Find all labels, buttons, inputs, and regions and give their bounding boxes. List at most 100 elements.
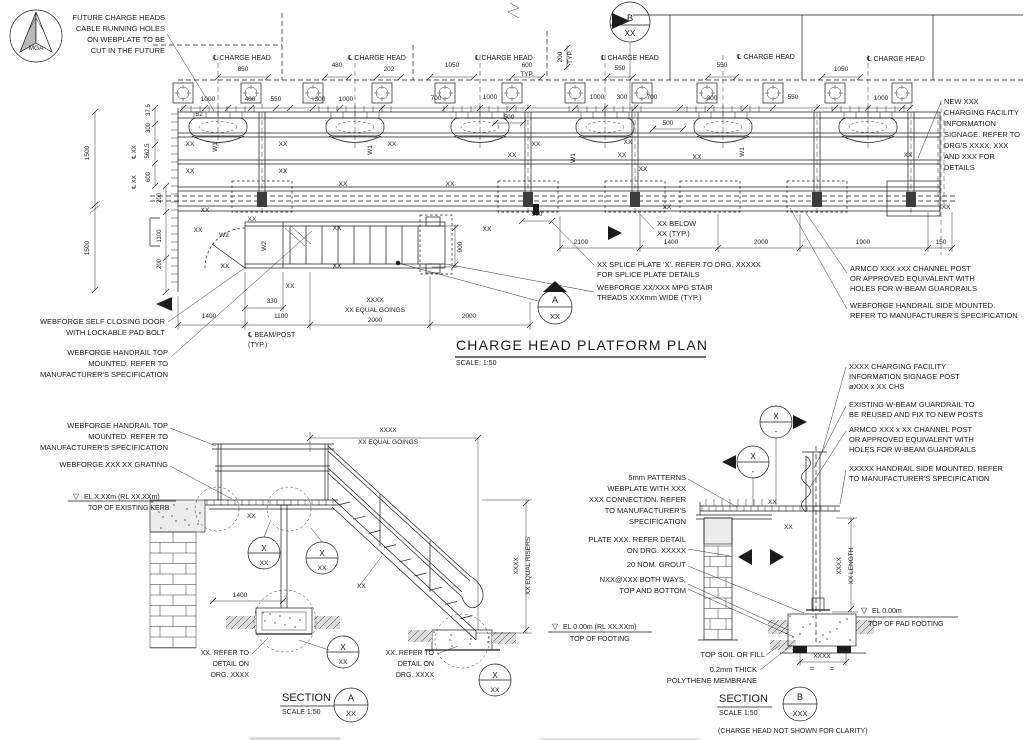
xx-label: XX — [333, 263, 342, 270]
dim-1400a: 1400 — [202, 313, 217, 320]
sa-goings: XX EQUAL GOINGS — [358, 439, 419, 446]
sb-leaders — [687, 366, 847, 671]
sa-el-footing-sub: TOP OF FOOTING — [570, 636, 630, 643]
sb-note-webplate-1: 5mm PATTERNS — [628, 473, 686, 482]
sb-pier-outline — [698, 517, 738, 641]
xx-label: XX — [639, 166, 648, 173]
sa-detail-circles — [194, 486, 490, 669]
note-handrail-top-3: MANUFACTURER'S SPECIFICATION — [40, 370, 168, 379]
sa-el-kerb: EL X.XXm (RL XX.XXm) — [84, 494, 160, 501]
dim-600b: 600 — [146, 171, 152, 182]
break-symbol — [507, 2, 520, 19]
dim-480: 480 — [332, 62, 343, 69]
signage-footing-rect — [886, 180, 941, 217]
sa-goings-xxxx: XXXX — [379, 427, 397, 434]
sa-section-letter: A — [348, 693, 354, 703]
xx-label: XX — [333, 225, 342, 232]
dim-900-rot: 900 — [457, 241, 464, 252]
future-note-line4: CUT IN THE FUTURE — [91, 46, 165, 55]
titleblock-cutoff-2 — [540, 738, 700, 740]
cl-charge-head-2: ℄ CHARGE HEAD — [347, 55, 406, 62]
dim-1400b: 1400 — [664, 239, 679, 246]
dim-2100: 2100 — [574, 239, 589, 246]
sa-grating — [204, 499, 338, 510]
dim-200b: 200 — [157, 258, 163, 269]
sb-note-plate-2: ON DRG. XXXXX — [627, 546, 686, 555]
note-handrail-side-2: REFER TO MANUFACTURER'S SPECIFICATION — [850, 311, 1018, 320]
note-splice-2: FOR SPLICE PLATE DETAILS — [597, 270, 700, 279]
dim-200a: 200 — [157, 192, 163, 203]
dim-600: 600 — [522, 62, 533, 69]
dim-600-typ: TYP. — [520, 71, 534, 78]
xx-label: XX — [186, 141, 195, 148]
note-handrail-top-1: WEBFORGE HANDRAIL TOP — [67, 348, 168, 357]
sa-refer-left-1: XX. REFER TO — [201, 650, 250, 657]
sa-el-kerb-triangle: ▽ — [73, 492, 80, 501]
w2-label: W2 — [219, 232, 229, 239]
xx-label: XX — [194, 227, 203, 234]
dim-550c: 550 — [271, 96, 282, 103]
mga-logo — [9, 9, 63, 63]
stair-dim-xxxx: XXXX — [366, 297, 384, 304]
dim-1000c: 1000 — [483, 94, 498, 101]
dim-1100b: 1100 — [274, 313, 288, 320]
sa-xx-1: XX — [247, 513, 256, 520]
left-arrow — [156, 297, 172, 311]
dim-300c: 300 — [707, 95, 718, 102]
sb-el-pad-triangle: ▽ — [861, 606, 868, 615]
sb-dim-xxxx-rot: XXXX — [836, 557, 843, 575]
note-leaders — [166, 33, 942, 357]
xx-label: XX — [618, 152, 627, 159]
sb-note-armco-2: OR APPROVED EQUIVALENT WITH — [849, 435, 974, 444]
sa-dim-lines — [210, 432, 532, 634]
sb-section-number: XXX — [792, 709, 807, 718]
sa-note-grating: WEBFORGE XXX XX GRATING — [59, 460, 168, 469]
future-note-line1: FUTURE CHARGE HEADS — [72, 13, 165, 22]
cl-charge-head-6: ℄ CHARGE HEAD — [866, 56, 925, 63]
dim-400: 400 — [245, 96, 256, 103]
sa-footing-left-inner — [261, 611, 307, 631]
sa-handrails — [212, 443, 334, 500]
platform-centerline — [150, 195, 958, 202]
sb-marker-x2-letter: X — [750, 452, 756, 461]
dim-550b: 550 — [717, 62, 728, 69]
sa-marker-x3-letter: X — [340, 643, 346, 652]
dim-1500a: 1500 — [84, 145, 91, 160]
sa-el-footing-triangle: ▽ — [552, 622, 559, 631]
sb-el-pad-sub: TOP OF PAD FOOTING — [868, 621, 943, 628]
sa-stair-handrail — [327, 445, 471, 598]
note-xx-below-1: XX BELOW — [657, 219, 697, 228]
sa-stair-stringer — [331, 497, 477, 641]
dim-500a: 500 — [504, 114, 515, 121]
sb-note-handrail-2: TO MANUFACTURER'S SPECIFICATION — [849, 474, 989, 483]
sa-el-footing: EL 0.00m (RL XX.XXm) — [563, 624, 636, 631]
sa-refer-right-1: XX. REFER TO — [386, 650, 435, 657]
sb-eq-2: = — [830, 666, 834, 673]
cl-charge-head-1: ℄ CHARGE HEAD — [212, 55, 271, 62]
sb-pier-cap — [703, 517, 733, 545]
sa-refer-left-2: DETAIL ON — [213, 661, 249, 668]
xx-label: XX — [532, 141, 541, 148]
xx-label: XX — [446, 181, 455, 188]
sa-marker-x2-number: XX — [318, 565, 327, 572]
canopy-outline — [633, 14, 1023, 80]
xx-label: XX — [508, 152, 517, 159]
sb-note-webplate-4: TO MANUFACTURER'S — [605, 506, 686, 515]
sa-section-title: SECTION — [282, 692, 331, 704]
sb-note-signage-1: XXXX CHARGING FACILITY — [849, 362, 946, 371]
dim-37-5: 37.5 — [146, 104, 152, 116]
cl-beam-post: ℄ BEAM/POST — [247, 332, 296, 339]
platform-band — [177, 108, 941, 292]
marker-b-top-number: XX — [625, 29, 636, 38]
plan-title: CHARGE HEAD PLATFORM PLAN — [456, 337, 708, 353]
sa-refer-right-2: DETAIL ON — [398, 661, 434, 668]
note-armco-2: OR APPROVED EQUIVALENT WITH — [850, 274, 975, 283]
note-new-signage-4: SIGNAGE. REFER TO — [944, 130, 1020, 139]
dim-700b: 700 — [647, 94, 658, 101]
xx-label: XX — [221, 263, 230, 270]
dim-700a: 700 — [431, 95, 442, 102]
sb-note-armco-3: HOLES FOR W-BEAM GUARDRAILS — [849, 445, 976, 454]
sa-marker-x4-number: XX — [491, 687, 500, 694]
note-new-signage-2: CHARGING FACILITY — [944, 108, 1019, 117]
sb-dim-pad-xxxx: XXXX — [813, 653, 831, 660]
